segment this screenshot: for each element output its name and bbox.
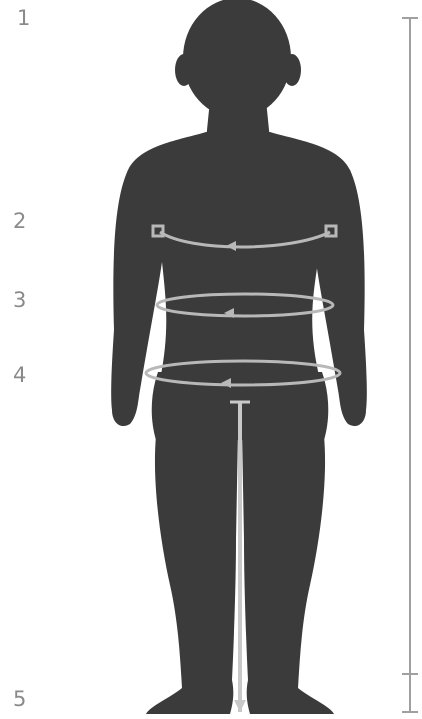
marker-label-5: 5 bbox=[13, 689, 26, 710]
marker-label-2: 2 bbox=[13, 211, 26, 232]
marker-label-4: 4 bbox=[13, 365, 26, 386]
marker-label-1: 1 bbox=[17, 8, 30, 29]
marker-label-3: 3 bbox=[13, 290, 26, 311]
height-ruler bbox=[402, 18, 418, 712]
